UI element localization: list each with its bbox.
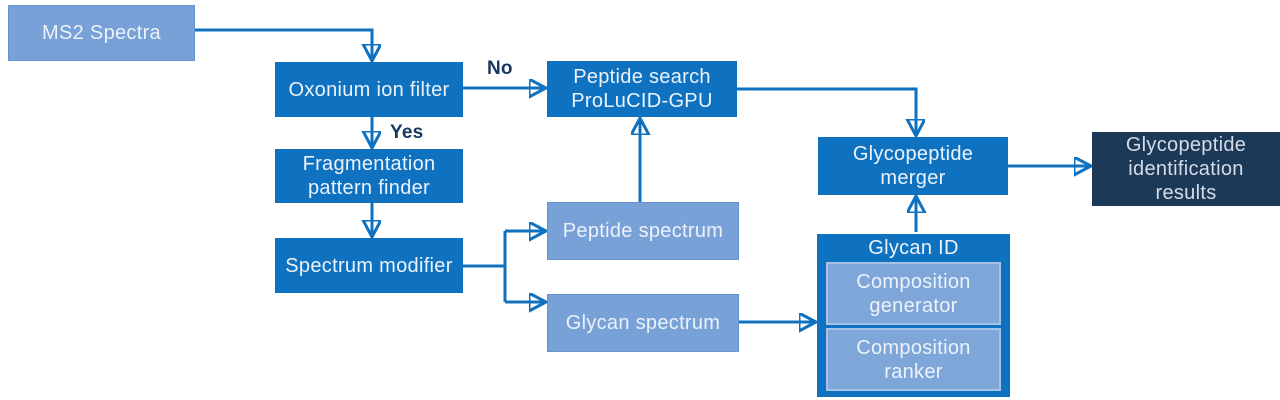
node-fragmentation-line1: Fragmentation <box>302 153 436 175</box>
edge-label-yes: Yes <box>390 122 424 143</box>
node-peptide-spectrum-label: Peptide spectrum <box>562 220 724 242</box>
node-spectrum-modifier-label: Spectrum modifier <box>285 254 453 277</box>
node-glycopeptide-merger-line2: merger <box>880 167 946 189</box>
node-spectrum-modifier: Spectrum modifier <box>275 238 463 293</box>
edge-label-no: No <box>487 58 513 79</box>
node-composition-ranker-line2: ranker <box>884 360 943 383</box>
node-glycopeptide-merger-line1: Glycopeptide <box>852 143 974 165</box>
node-results-line2: identification <box>1128 158 1244 180</box>
node-composition-generator-line1: Composition <box>856 270 971 293</box>
node-composition-ranker-line1: Composition <box>856 336 971 359</box>
node-ms2-spectra-label: MS2 Spectra <box>42 22 161 44</box>
arrow-ms2-to-oxonium <box>193 28 372 59</box>
node-fragmentation-line2: pattern finder <box>307 177 431 199</box>
node-glycopeptide-identification-results: Glycopeptide identification results <box>1092 132 1280 206</box>
node-ms2-spectra: MS2 Spectra <box>8 5 195 61</box>
arrow-search-to-merger <box>737 87 916 134</box>
node-peptide-search: Peptide search ProLuCID-GPU <box>547 61 737 117</box>
node-peptide-search-line1: Peptide search <box>573 66 711 88</box>
node-fragmentation-pattern-finder: Fragmentation pattern finder <box>275 149 463 203</box>
node-glycan-spectrum-label: Glycan spectrum <box>565 312 721 334</box>
node-glycan-id-container: Glycan ID Composition generator Composit… <box>817 234 1010 397</box>
node-composition-generator-line2: generator <box>869 294 958 317</box>
node-oxonium-ion-filter-label: Oxonium ion filter <box>288 78 450 101</box>
node-peptide-search-line2: ProLuCID-GPU <box>571 90 713 112</box>
node-composition-generator: Composition generator <box>826 262 1001 325</box>
glycan-id-title: Glycan ID <box>868 236 959 259</box>
node-oxonium-ion-filter: Oxonium ion filter <box>275 62 463 117</box>
node-glycopeptide-merger: Glycopeptide merger <box>818 137 1008 195</box>
node-peptide-spectrum: Peptide spectrum <box>547 202 739 260</box>
node-composition-ranker: Composition ranker <box>826 328 1001 391</box>
node-glycan-spectrum: Glycan spectrum <box>547 294 739 352</box>
node-results-line1: Glycopeptide <box>1125 134 1247 156</box>
node-results-line3: results <box>1155 182 1217 204</box>
